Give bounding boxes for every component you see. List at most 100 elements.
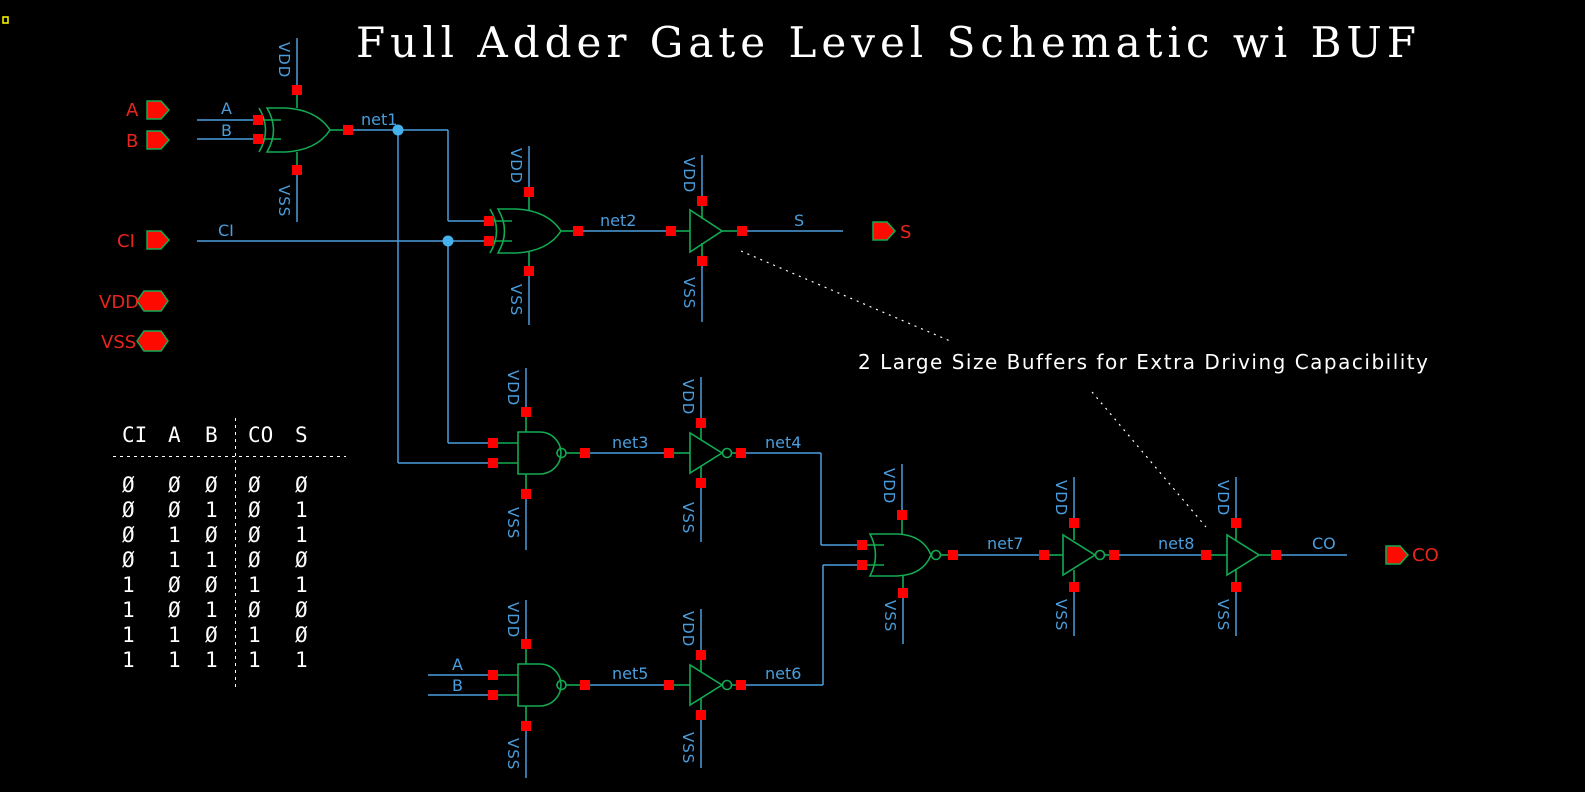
- pin-square: [696, 650, 706, 660]
- tt-cell: 1: [205, 648, 218, 672]
- vdd-label-inv1: VDD: [679, 379, 697, 415]
- vdd-label-bufco: VDD: [1214, 480, 1232, 516]
- gate-body: [496, 208, 562, 254]
- xor1-gate[interactable]: [253, 85, 353, 175]
- tt-cell: 1: [248, 623, 261, 647]
- truth-table-vertical-divider: [235, 418, 236, 688]
- pin-square: [696, 418, 706, 428]
- junction-dot: [392, 124, 404, 136]
- wire-label-a-bottom[interactable]: A: [452, 655, 463, 674]
- io-pin-b[interactable]: B: [126, 130, 171, 152]
- nor-gate[interactable]: [857, 510, 958, 598]
- pin-square: [292, 85, 302, 95]
- tt-cell: Ø: [248, 548, 261, 572]
- tt-cell: 1: [122, 623, 135, 647]
- tt-cell: Ø: [248, 523, 261, 547]
- pin-square: [488, 438, 498, 448]
- pin-square: [696, 478, 706, 488]
- tt-cell: 1: [205, 548, 218, 572]
- pin-square: [521, 721, 531, 731]
- tt-cell: Ø: [168, 573, 181, 597]
- supply-rails: [296, 38, 1237, 778]
- tt-header-b: B: [205, 423, 218, 447]
- tt-header-s: S: [295, 423, 308, 447]
- nand1-gate[interactable]: [488, 407, 590, 499]
- gate-body: [1062, 533, 1097, 577]
- net-label-net8[interactable]: net8: [1158, 534, 1194, 553]
- pin-square: [897, 510, 907, 520]
- pin-square: [1039, 550, 1049, 560]
- tt-cell: Ø: [122, 548, 135, 572]
- junction-dot: [442, 235, 454, 247]
- pin-square: [580, 448, 590, 458]
- origin-marker-icon: [2, 16, 9, 24]
- vdd-label-xor1: VDD: [275, 42, 293, 78]
- wire-label-a-top[interactable]: A: [221, 99, 232, 118]
- io-pin-vss[interactable]: VSS: [101, 330, 169, 353]
- schematic-title[interactable]: Full Adder Gate Level Schematic wi BUF: [356, 18, 1421, 67]
- annotation-leader-line: [1091, 391, 1207, 528]
- xor2-gate[interactable]: [484, 187, 583, 276]
- buffer-s-gate[interactable]: [666, 196, 747, 266]
- tt-cell: Ø: [168, 598, 181, 622]
- vss-label-nor: VSS: [881, 600, 899, 632]
- tt-cell: 1: [295, 498, 308, 522]
- xor-back-arc: [489, 208, 498, 254]
- gate-body: [689, 431, 724, 475]
- pin-square: [292, 165, 302, 175]
- buffer-co-gate[interactable]: [1201, 518, 1281, 592]
- tt-cell: Ø: [122, 473, 135, 497]
- gate-body: [689, 208, 724, 254]
- net-label-net6[interactable]: net6: [765, 664, 801, 683]
- tt-cell: 1: [122, 648, 135, 672]
- pin-square: [697, 196, 707, 206]
- wire-label-ci[interactable]: CI: [218, 221, 234, 240]
- tt-cell: 1: [122, 598, 135, 622]
- supply-pin-icon: [136, 330, 169, 352]
- vss-label-inv2: VSS: [679, 732, 697, 764]
- tt-cell: Ø: [122, 498, 135, 522]
- vss-label-nand2: VSS: [504, 738, 522, 770]
- pin-square: [488, 670, 498, 680]
- wire-label-s[interactable]: S: [794, 211, 804, 230]
- vss-label-inv1: VSS: [679, 502, 697, 534]
- tt-cell: Ø: [295, 598, 308, 622]
- vss-label-xor2: VSS: [507, 284, 525, 316]
- tt-cell: Ø: [295, 473, 308, 497]
- io-pin-a[interactable]: A: [126, 100, 171, 121]
- pin-square: [573, 226, 583, 236]
- xor-back-arc: [258, 107, 267, 153]
- net-label-net1[interactable]: net1: [361, 110, 397, 129]
- output-pin-icon: [1385, 545, 1410, 565]
- net-label-net4[interactable]: net4: [765, 433, 801, 452]
- pin-square: [664, 448, 674, 458]
- pin-square: [737, 226, 747, 236]
- wire-label-co[interactable]: CO: [1312, 534, 1336, 553]
- tt-cell: Ø: [205, 573, 218, 597]
- gate-body: [517, 663, 562, 707]
- net-label-net5[interactable]: net5: [612, 664, 648, 683]
- gate-body: [689, 663, 724, 707]
- net-label-net2[interactable]: net2: [600, 211, 636, 230]
- inv2-gate[interactable]: [664, 650, 746, 720]
- inv1-gate[interactable]: [664, 418, 746, 488]
- tt-header-a: A: [168, 423, 181, 447]
- wire-label-b-top[interactable]: B: [221, 121, 232, 140]
- net-label-net3[interactable]: net3: [612, 433, 648, 452]
- io-pin-ci[interactable]: CI: [117, 230, 171, 252]
- buffers-annotation-note[interactable]: 2 Large Size Buffers for Extra Driving C…: [858, 350, 1430, 374]
- pin-label: VSS: [101, 332, 136, 353]
- inversion-bubble: [721, 447, 733, 459]
- nand2-gate[interactable]: [488, 639, 590, 731]
- gate-body: [868, 533, 932, 577]
- tt-cell: Ø: [248, 498, 261, 522]
- net-label-net7[interactable]: net7: [987, 534, 1023, 553]
- io-pin-s[interactable]: S: [872, 221, 911, 243]
- io-pin-vdd[interactable]: VDD: [99, 290, 169, 313]
- tt-cell: 1: [205, 498, 218, 522]
- tt-cell: 1: [168, 548, 181, 572]
- pin-square: [857, 540, 867, 550]
- wire-label-b-bottom[interactable]: B: [452, 676, 463, 695]
- inv3-gate[interactable]: [1039, 518, 1119, 592]
- io-pin-co[interactable]: CO: [1385, 545, 1439, 566]
